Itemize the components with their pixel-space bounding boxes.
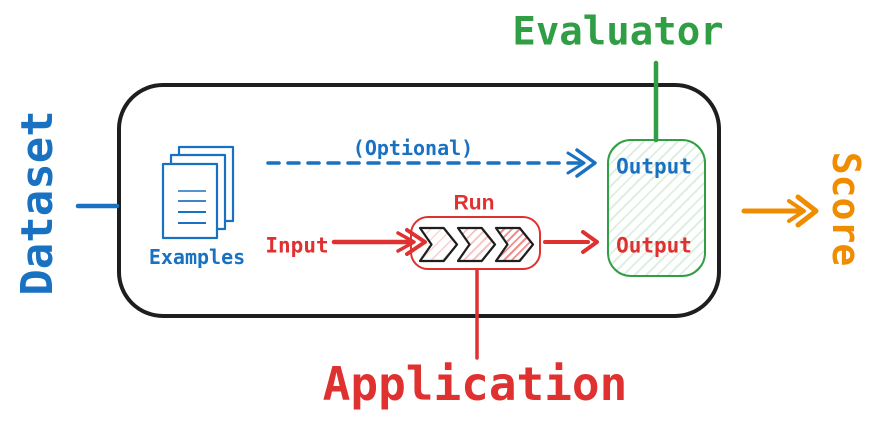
system-boundary-box (117, 83, 721, 318)
output-top-label: Output (616, 154, 692, 179)
score-arrow (741, 194, 819, 228)
dataset-label: Dataset (12, 110, 63, 296)
run-output-arrow (543, 230, 599, 254)
examples-label: Examples (148, 245, 246, 269)
output-bottom-label: Output (616, 233, 692, 258)
evaluator-label: Evaluator (512, 9, 724, 55)
input-arrow (331, 228, 427, 256)
application-label: Application (322, 357, 628, 411)
score-label: Score (824, 151, 868, 267)
run-label: Run (453, 191, 495, 215)
documents-icon (161, 145, 235, 240)
triple-chevron-icon (418, 226, 535, 263)
optional-label: (Optional) (352, 136, 474, 160)
input-label: Input (265, 233, 329, 258)
optional-dashed-arrow (266, 148, 597, 178)
